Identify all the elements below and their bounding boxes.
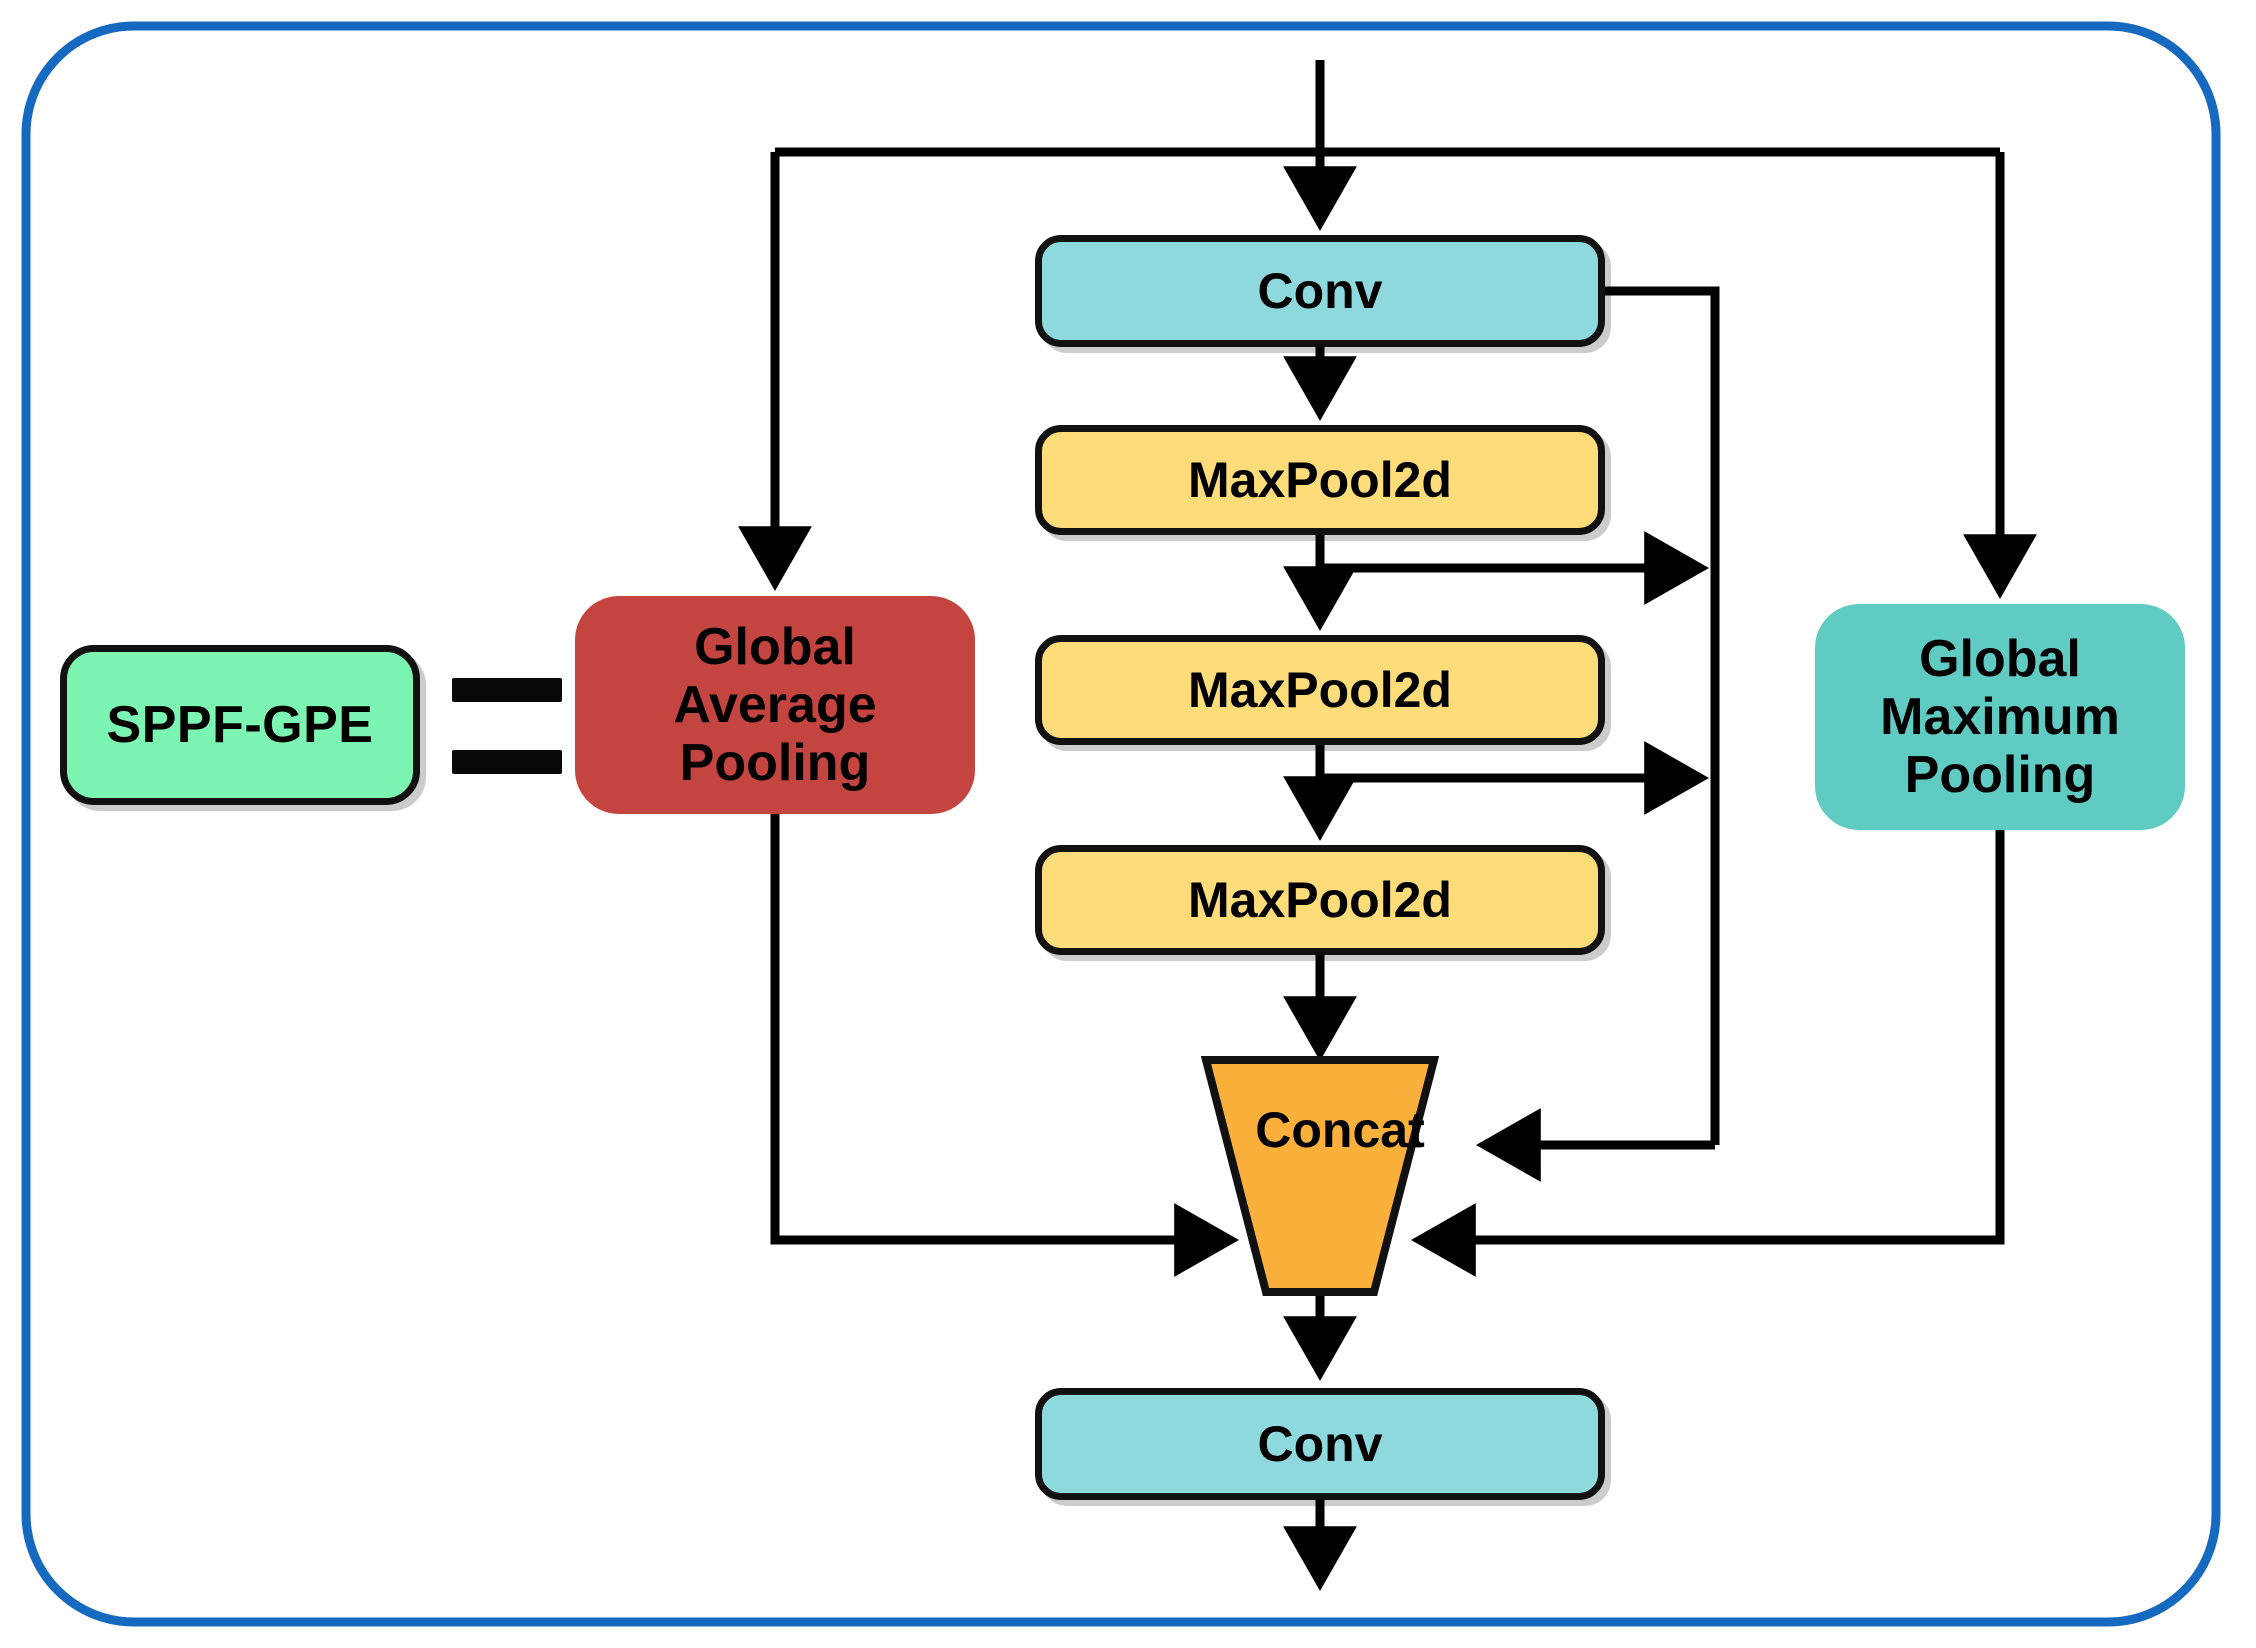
module-boundary [21, 21, 2221, 1627]
equals-bar-bottom [452, 750, 562, 774]
edge-gap-to-concat [770, 814, 1240, 1277]
node-conv-top[interactable]: Conv [1035, 235, 1605, 347]
edge-gmp-to-concat [1410, 830, 2005, 1277]
node-conv-bottom[interactable]: Conv [1035, 1388, 1605, 1500]
node-concat-label: Concat [1255, 1102, 1425, 1158]
equals-bar-top [452, 678, 562, 702]
node-maxpool2d-1[interactable]: MaxPool2d [1035, 425, 1605, 535]
node-global-maximum-pooling[interactable]: Global Maximum Pooling [1815, 604, 2185, 830]
concat-shape[interactable] [1200, 1056, 1440, 1296]
node-maxpool2d-2[interactable]: MaxPool2d [1035, 635, 1605, 745]
equals-sign [452, 678, 562, 774]
edge-conv-top-to-skip-bus [1605, 286, 1720, 1145]
node-maxpool2d-3[interactable]: MaxPool2d [1035, 845, 1605, 955]
node-sppf-gpe[interactable]: SPPF-GPE [60, 645, 420, 805]
node-global-average-pooling[interactable]: Global Average Pooling [575, 596, 975, 814]
